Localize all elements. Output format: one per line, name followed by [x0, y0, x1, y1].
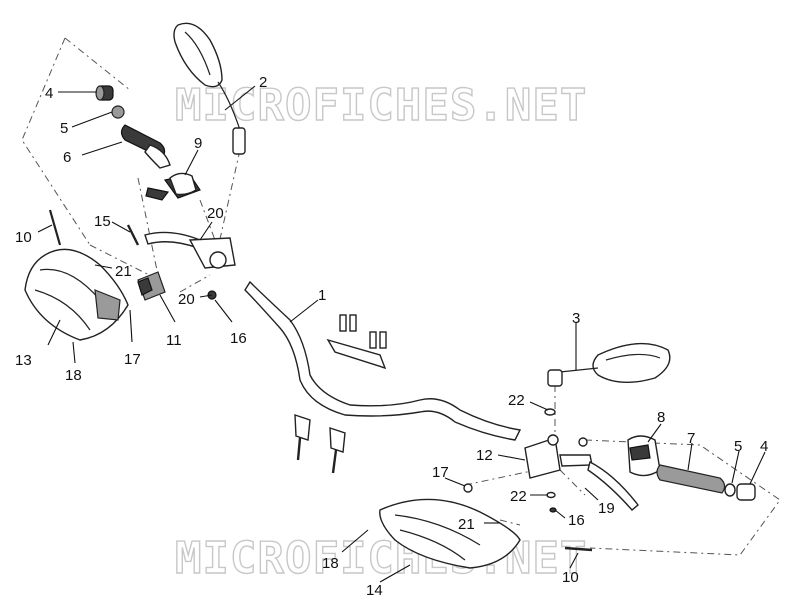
washers — [463, 408, 557, 513]
label-13: 13 — [15, 352, 32, 369]
label-21-right: 21 — [458, 516, 475, 533]
label-20-top: 20 — [207, 205, 224, 222]
switch-assembly-right — [627, 435, 661, 477]
watermark-bottom: MICROFICHES.NET — [175, 533, 587, 584]
bar-end-weight-right — [736, 483, 756, 501]
label-18-right: 18 — [322, 555, 339, 572]
screw-left — [48, 209, 62, 246]
label-16-left: 16 — [230, 330, 247, 347]
label-17-left: 17 — [124, 351, 141, 368]
hand-guard-right — [379, 498, 521, 569]
label-5-left: 5 — [60, 120, 68, 137]
handlebar-clamps — [294, 314, 387, 474]
label-5-right: 5 — [734, 438, 742, 455]
label-8: 8 — [657, 409, 665, 426]
hand-guard-left — [24, 248, 129, 341]
label-21-left: 21 — [115, 263, 132, 280]
label-17-right: 17 — [432, 464, 449, 481]
label-11: 11 — [166, 332, 182, 349]
spacer-left — [111, 105, 125, 119]
leader-lines — [37, 85, 766, 583]
grip-left — [120, 124, 171, 169]
label-7: 7 — [687, 430, 695, 447]
label-22-bottom: 22 — [510, 488, 527, 505]
label-19: 19 — [598, 500, 615, 517]
label-9: 9 — [194, 135, 202, 152]
callout-labels: 1 2 3 4 4 5 5 6 7 8 9 10 10 11 12 13 14 … — [15, 74, 768, 599]
label-4-right: 4 — [760, 438, 768, 455]
label-10-left: 10 — [15, 229, 32, 246]
label-6: 6 — [63, 149, 71, 166]
spacer-right — [724, 483, 736, 497]
label-3: 3 — [572, 310, 580, 327]
label-12: 12 — [476, 447, 493, 464]
label-2: 2 — [259, 74, 267, 91]
handlebar — [244, 280, 522, 441]
label-15: 15 — [94, 213, 111, 230]
switch-assembly-left — [145, 172, 201, 201]
mirror-right — [547, 342, 671, 387]
bar-end-weight-left — [95, 85, 114, 101]
label-16-right: 16 — [568, 512, 585, 529]
master-cylinder-left — [144, 231, 236, 300]
label-22-top: 22 — [508, 392, 525, 409]
label-10-right: 10 — [562, 569, 579, 586]
mirror-left — [173, 22, 246, 155]
label-20-bottom: 20 — [178, 291, 195, 308]
watermark-top: MICROFICHES.NET — [175, 80, 587, 131]
label-14: 14 — [366, 582, 383, 599]
master-cylinder-right — [524, 434, 639, 511]
clutch-bracket-left — [126, 224, 166, 301]
label-1: 1 — [318, 287, 326, 304]
screw-right — [564, 546, 593, 552]
grip-right — [656, 464, 726, 494]
label-18-left: 18 — [65, 367, 82, 384]
label-4-left: 4 — [45, 85, 53, 102]
